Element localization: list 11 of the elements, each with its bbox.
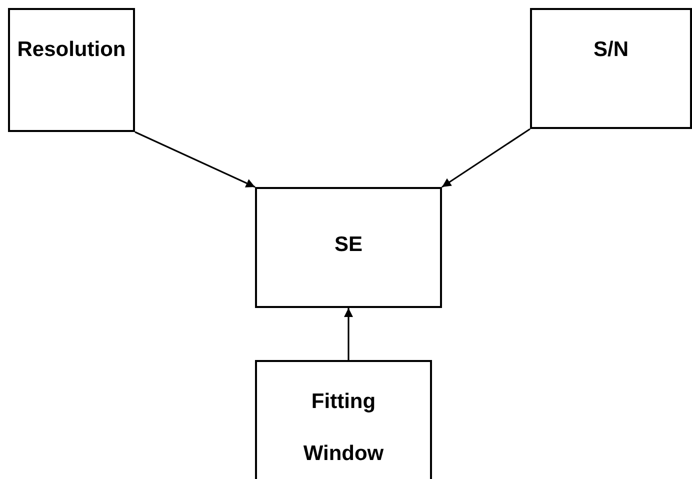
box-label: SE [334, 233, 362, 257]
process-box [255, 187, 442, 308]
process-box [255, 360, 432, 479]
box-label: S/N [593, 38, 628, 62]
box-label: Resolution [17, 38, 126, 62]
process-box [530, 8, 692, 129]
arrow [442, 128, 530, 188]
process-box [8, 8, 135, 132]
arrow [344, 308, 353, 360]
box-label: Fitting Window [302, 389, 385, 467]
arrow [134, 131, 256, 188]
